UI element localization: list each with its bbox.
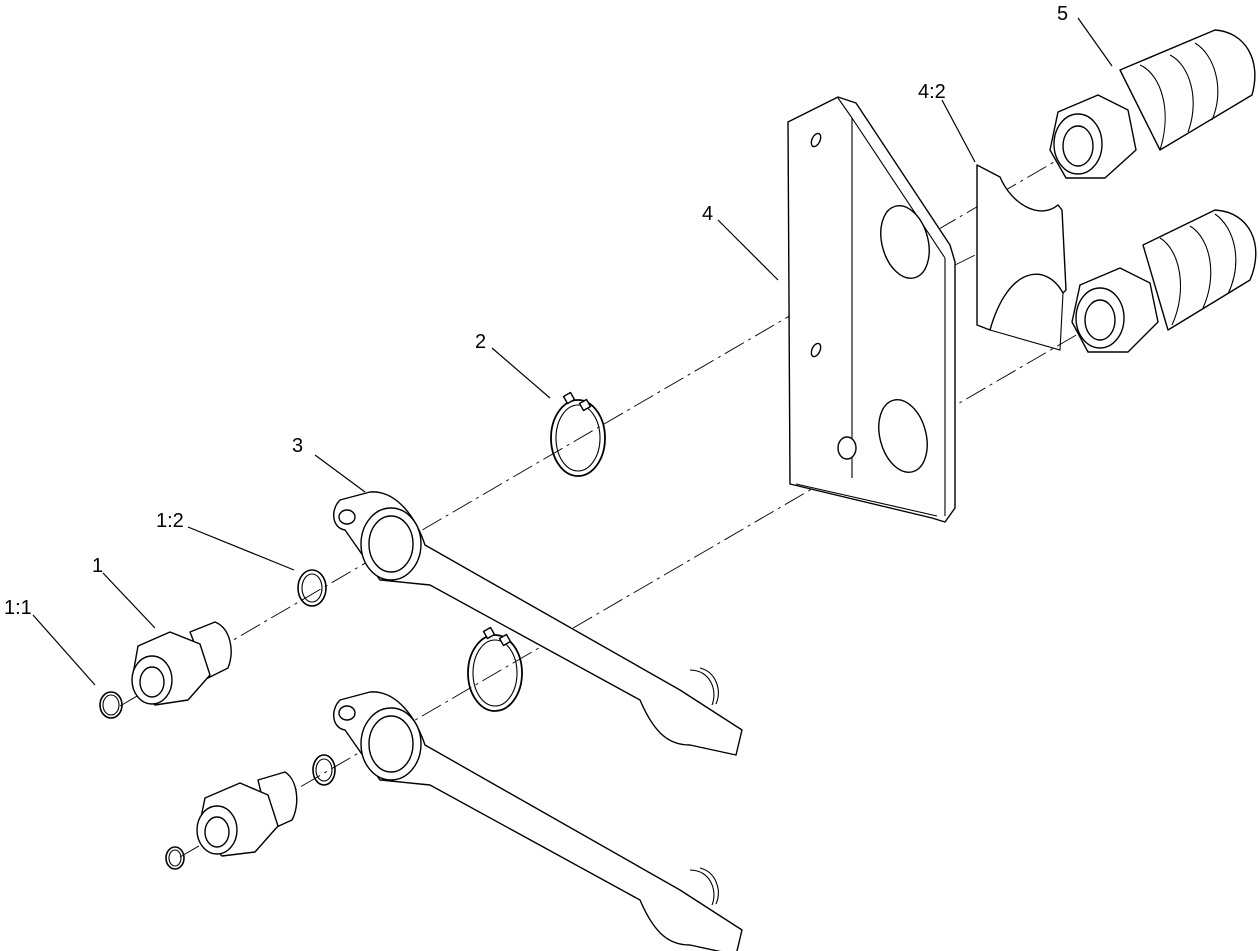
adapter-fitting-upper bbox=[131, 621, 232, 706]
dust-cap-tether-upper bbox=[333, 491, 743, 756]
retaining-ring-lower bbox=[467, 626, 523, 712]
label-item-4: 4 bbox=[702, 203, 713, 225]
label-item-1-1: 1:1 bbox=[4, 597, 32, 619]
label-item-5: 5 bbox=[1057, 3, 1068, 25]
quick-coupler-lower bbox=[1071, 209, 1257, 353]
label-item-1: 1 bbox=[92, 555, 103, 577]
label-item-1-2: 1:2 bbox=[156, 510, 184, 532]
dust-cap-tether-lower bbox=[333, 691, 743, 951]
leader-lines bbox=[32, 17, 1113, 686]
retaining-ring-upper bbox=[550, 391, 606, 477]
adapter-fitting-lower bbox=[196, 771, 298, 857]
mounting-bracket bbox=[787, 96, 956, 523]
small-ring-lower bbox=[165, 846, 185, 870]
o-ring-lower bbox=[312, 754, 336, 786]
label-item-2: 2 bbox=[475, 331, 486, 353]
label-item-4-2: 4:2 bbox=[918, 81, 946, 103]
o-ring-upper bbox=[297, 569, 327, 607]
label-item-3: 3 bbox=[292, 435, 303, 457]
quick-coupler-upper bbox=[1049, 29, 1256, 179]
gasket-plate bbox=[976, 164, 1067, 351]
small-ring-upper bbox=[99, 691, 123, 719]
